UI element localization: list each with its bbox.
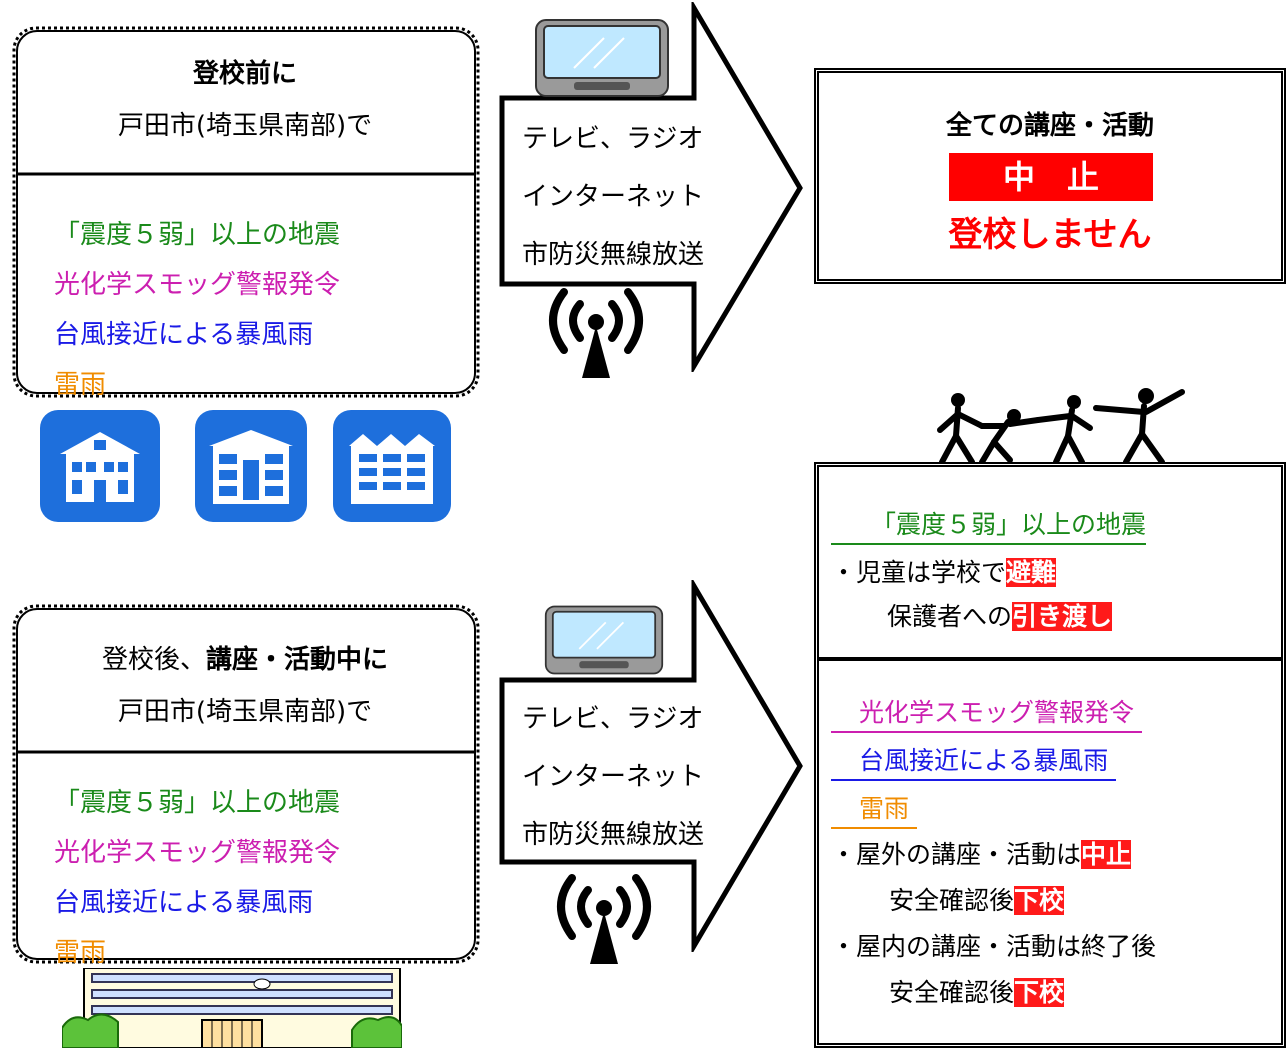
result-evacuate-highlight: 避難	[1006, 558, 1057, 587]
result-handover-prefix: 保護者への	[887, 602, 1013, 631]
result-all-activities: 全ての講座・活動	[945, 111, 1154, 141]
result-go-home: 下校	[1014, 886, 1065, 915]
condition-thunder: 雷雨	[54, 938, 107, 968]
condition-earthquake: 「震度５弱」以上の地震	[54, 788, 341, 818]
before-school-conditions: 「震度５弱」以上の地震 光化学スモッグ警報発令 台風接近による暴風雨 雷雨	[54, 210, 340, 410]
during-school-box	[12, 604, 480, 964]
media-tv-radio: テレビ、ラジオ	[522, 704, 704, 734]
house-icon	[40, 410, 160, 522]
during-school-location: 戸田市(埼玉県南部)で	[117, 697, 373, 727]
result-handover-highlight: 引き渡し	[1012, 602, 1113, 631]
before-school-box	[12, 26, 480, 398]
result-no-school: 登校しません	[948, 215, 1152, 255]
condition-typhoon: 台風接近による暴風雨	[54, 320, 314, 350]
result-cancel-badge: 中 止	[949, 153, 1153, 201]
result-smog-heading: 光化学スモッグ警報発令	[831, 693, 1143, 733]
tv-icon	[544, 605, 664, 675]
result-thunder-heading: 雷雨	[831, 789, 918, 829]
during-school-title: 講座・活動中に	[206, 645, 389, 675]
media-disaster-radio: 市防災無線放送	[522, 240, 705, 270]
media-disaster-radio: 市防災無線放送	[522, 820, 705, 850]
evacuation-people-icon	[920, 388, 1190, 466]
condition-smog: 光化学スモッグ警報発令	[54, 270, 341, 300]
result-go-home: 下校	[1014, 978, 1065, 1007]
before-school-header: 登校前に 戸田市(埼玉県南部)で	[10, 48, 480, 152]
during-school-header: 登校後、講座・活動中に 戸田市(埼玉県南部)で	[10, 634, 480, 738]
result-typhoon-heading: 台風接近による暴風雨	[831, 741, 1117, 781]
result-indoor-line: ・屋内の講座・活動は終了後	[831, 932, 1157, 961]
tv-icon	[535, 19, 669, 97]
result-divider	[819, 657, 1281, 661]
before-school-title: 登校前に	[192, 59, 297, 89]
result-during-box: 「震度５弱」以上の地震 ・児童は学校で避難 保護者への引き渡し 光化学スモッグ警…	[814, 462, 1286, 1048]
condition-smog: 光化学スモッグ警報発令	[54, 838, 341, 868]
condition-typhoon: 台風接近による暴風雨	[54, 888, 314, 918]
building-icon	[333, 410, 451, 522]
result-before-box: 全ての講座・活動 中 止 登校しません	[814, 68, 1286, 284]
media-internet: インターネット	[522, 182, 705, 212]
condition-thunder: 雷雨	[54, 370, 107, 400]
during-school-conditions: 「震度５弱」以上の地震 光化学スモッグ警報発令 台風接近による暴風雨 雷雨	[54, 778, 340, 978]
media-internet: インターネット	[522, 762, 705, 792]
result-outdoor-prefix: ・屋外の講座・活動は	[831, 840, 1082, 869]
result-confirm-prefix: 安全確認後	[889, 978, 1015, 1007]
apartment-icon	[195, 410, 307, 522]
condition-earthquake: 「震度５弱」以上の地震	[54, 220, 341, 250]
broadcast-arrow-bottom	[499, 580, 803, 952]
result-confirm-prefix: 安全確認後	[889, 886, 1015, 915]
before-school-location: 戸田市(埼玉県南部)で	[117, 111, 373, 141]
antenna-icon	[549, 288, 643, 378]
media-list-bottom: テレビ、ラジオ インターネット 市防災無線放送	[522, 690, 762, 864]
result-outdoor-cancel: 中止	[1081, 840, 1132, 869]
media-list-top: テレビ、ラジオ インターネット 市防災無線放送	[522, 110, 762, 284]
school-building-icon	[62, 968, 402, 1048]
media-tv-radio: テレビ、ラジオ	[522, 124, 704, 154]
result-earthquake-heading: 「震度５弱」以上の地震	[831, 505, 1147, 545]
result-evacuate-prefix: ・児童は学校で	[831, 558, 1007, 587]
antenna-icon	[557, 874, 651, 964]
broadcast-arrow-top	[499, 2, 803, 372]
during-school-title-prefix: 登校後、	[101, 645, 206, 675]
